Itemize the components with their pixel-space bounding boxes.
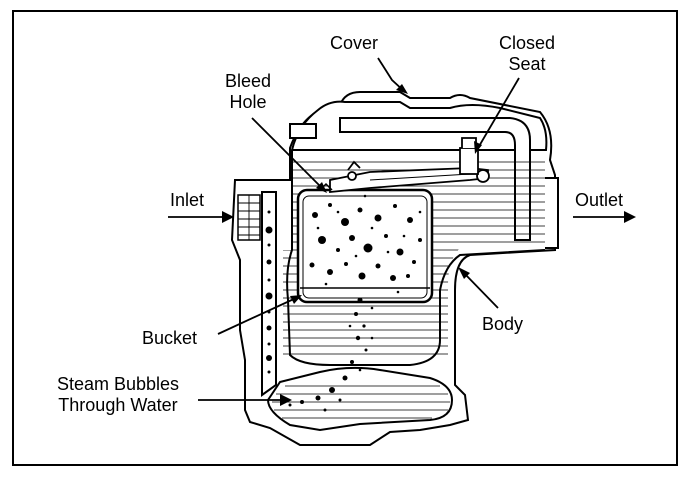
bleed-hole-arrowhead bbox=[316, 182, 327, 193]
bucket-leader bbox=[217, 297, 297, 335]
bleed-hole-leader bbox=[251, 117, 323, 189]
outlet-passage bbox=[339, 117, 531, 241]
bleed-hole-label-line2: Hole bbox=[229, 92, 267, 112]
outlet-arrowhead bbox=[624, 211, 636, 223]
steam-bubbles-label: Steam Bubbles Through Water bbox=[38, 374, 198, 416]
arrow-heads bbox=[222, 84, 636, 406]
bucket-arrowhead bbox=[290, 295, 302, 304]
closed-seat-arrowhead bbox=[474, 141, 482, 154]
bottom-chamber bbox=[266, 366, 454, 432]
steam-bubbles-label-line2: Through Water bbox=[58, 395, 178, 415]
inlet-label: Inlet bbox=[170, 190, 205, 210]
inlet-arrowhead bbox=[222, 211, 234, 223]
inner-chamber bbox=[286, 150, 546, 366]
closed-seat-label-line2: Seat bbox=[508, 54, 546, 74]
bleed-hole-label-line1: Bleed bbox=[224, 71, 272, 91]
bucket-label: Bucket bbox=[142, 328, 198, 348]
cover-label: Cover bbox=[330, 33, 379, 53]
closed-seat-label: Closed Seat bbox=[488, 33, 566, 75]
body-label: Body bbox=[482, 314, 524, 334]
outlet-label: Outlet bbox=[575, 190, 624, 210]
closed-seat-leader bbox=[477, 77, 520, 149]
body-arrowhead bbox=[458, 267, 470, 279]
steam-bubbles-label-line1: Steam Bubbles bbox=[56, 374, 180, 394]
outlet-flange bbox=[545, 177, 559, 249]
bucket-steam-bubbles bbox=[309, 194, 422, 294]
inlet-port bbox=[237, 194, 261, 241]
cover-bolt bbox=[289, 123, 317, 139]
steam-bubbles-arrowhead bbox=[280, 394, 292, 406]
closed-seat-label-line1: Closed bbox=[498, 33, 556, 53]
cover-arrowhead bbox=[396, 84, 408, 94]
bleed-hole-label: Bleed Hole bbox=[212, 71, 284, 113]
body-leader bbox=[462, 271, 499, 309]
lever-mechanism bbox=[329, 137, 490, 193]
diagram-frame bbox=[12, 10, 678, 466]
inlet-tube-bubbles bbox=[265, 210, 273, 374]
rising-steam-bubbles bbox=[288, 297, 374, 412]
bottom-chamber-water bbox=[272, 385, 450, 419]
